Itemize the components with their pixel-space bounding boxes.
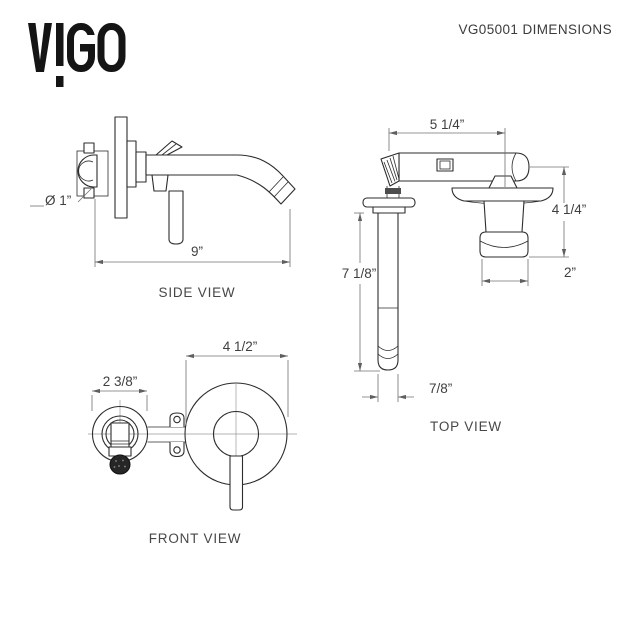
side-view-dimensions: Ø 1” 9” [30, 188, 291, 267]
front-view-label: FRONT VIEW [149, 531, 242, 546]
dim-inlet-diameter: Ø 1” [45, 193, 71, 208]
top-view-dimensions: 5 1/4” 4 1/4” 2” 7 1/8” [342, 117, 587, 402]
side-view: Ø 1” 9” SIDE VIEW [30, 116, 296, 300]
dim-spout-reach: 9” [191, 244, 203, 259]
dim-spout-projection: 7 1/8” [342, 266, 377, 281]
vigo-logo [28, 23, 126, 87]
dim-spout-plate-diameter: 2 3/8” [103, 374, 138, 389]
top-view-drawing [362, 152, 554, 371]
top-view: 5 1/4” 4 1/4” 2” 7 1/8” [342, 117, 587, 434]
dim-handle-plate-diameter: 4 1/2” [223, 339, 258, 354]
side-view-label: SIDE VIEW [159, 285, 236, 300]
front-view: 2 3/8” 4 1/2” FRONT VIEW [88, 339, 297, 546]
front-view-drawing [88, 382, 297, 511]
front-view-dimensions: 2 3/8” 4 1/2” [91, 339, 289, 426]
dim-handle-projection: 4 1/4” [552, 202, 587, 217]
dim-spout-to-handle: 5 1/4” [430, 117, 465, 132]
dim-handle-width: 2” [564, 265, 576, 280]
dim-spout-width: 7/8” [429, 381, 452, 396]
top-view-label: TOP VIEW [430, 419, 502, 434]
document-title: VG05001 DIMENSIONS [458, 22, 612, 37]
side-view-drawing [76, 116, 296, 245]
